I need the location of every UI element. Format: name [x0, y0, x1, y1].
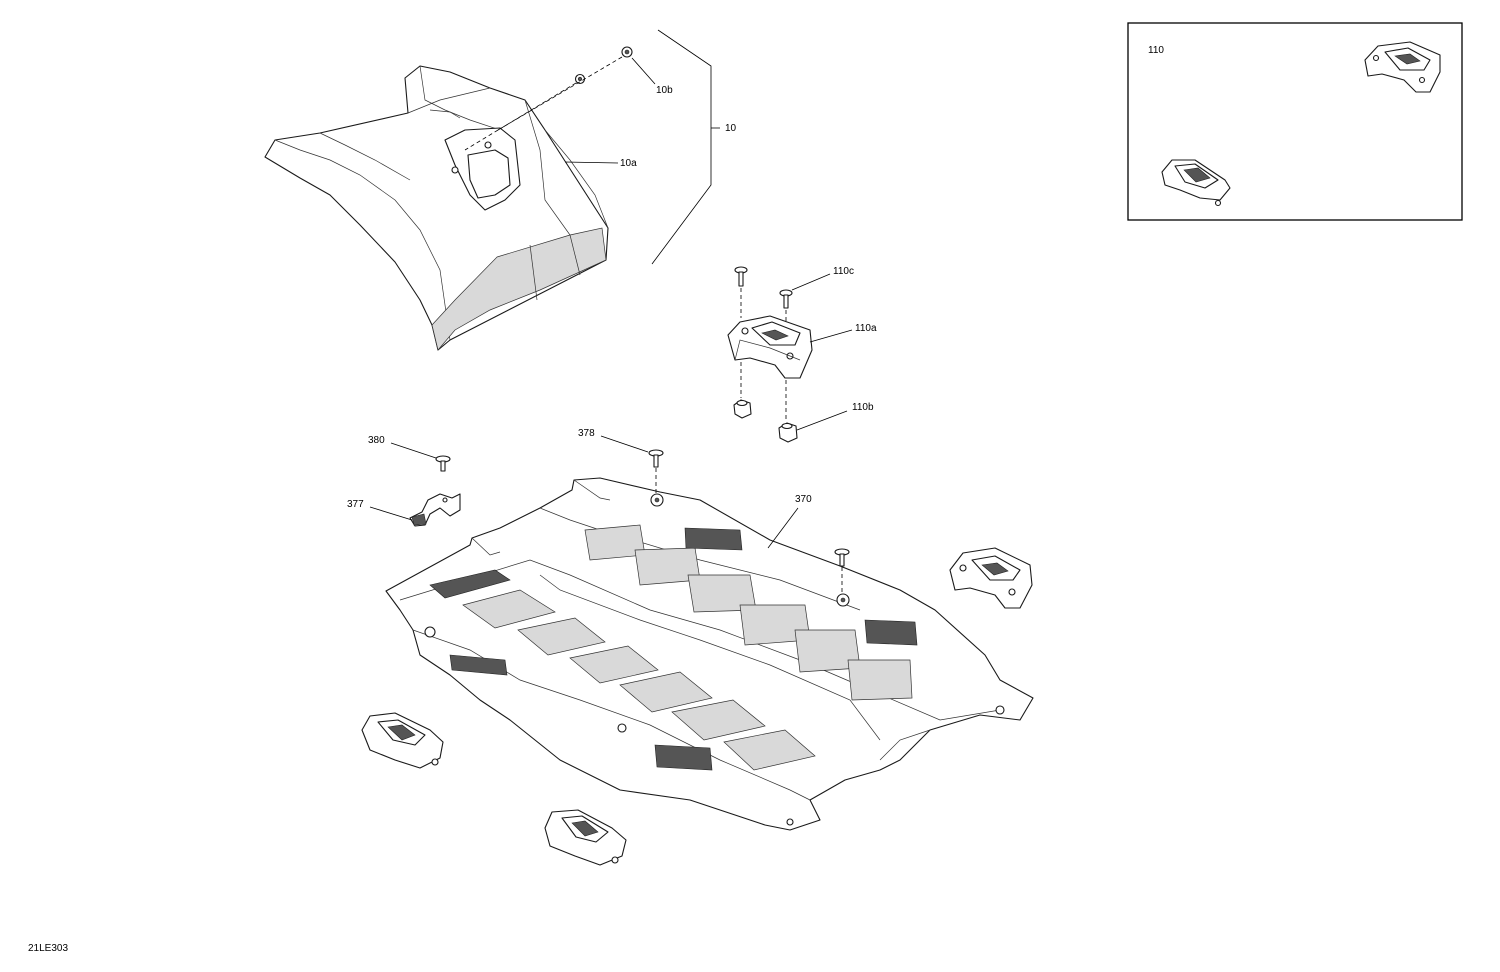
- inset-handle-upper: [1364, 41, 1441, 93]
- clamp-377: [409, 493, 461, 527]
- callout-10a: 10a: [620, 158, 637, 169]
- skid-plate-370: [385, 477, 1034, 831]
- callout-378: 378: [578, 428, 595, 439]
- callout-110a: 110a: [855, 323, 877, 334]
- skid-logo-vents: [429, 527, 918, 771]
- callout-10b: 10b: [656, 85, 673, 96]
- screw-110c-right: [779, 289, 793, 309]
- diagram-code: 21LE303: [28, 943, 68, 954]
- nut-110b-right: [778, 422, 798, 443]
- skid-pads-upper-row: [584, 524, 913, 701]
- skid-pads-lower-row: [462, 589, 816, 771]
- rear-cover-10a: [264, 65, 609, 351]
- handle-right: [949, 547, 1033, 609]
- screw-10b-upper: [621, 46, 633, 58]
- inset-handle-lower: [1161, 159, 1231, 207]
- handle-left: [361, 712, 444, 769]
- callout-10: 10: [725, 123, 737, 134]
- callout-110c: 110c: [833, 266, 854, 277]
- inset-label: 110: [1148, 45, 1164, 56]
- nut-110b-left: [733, 399, 752, 419]
- callout-377: 377: [347, 499, 364, 510]
- bolt-378-upper: [648, 449, 664, 468]
- bolt-380: [435, 455, 451, 472]
- screw-110c-left: [734, 266, 748, 287]
- handle-bottom: [544, 809, 627, 866]
- skid-mounting-holes: [424, 493, 1005, 826]
- handle-110a: [727, 315, 813, 379]
- inset-frame: [1127, 22, 1463, 221]
- callout-370: 370: [795, 494, 812, 505]
- callout-110b: 110b: [852, 402, 874, 413]
- callout-380: 380: [368, 435, 385, 446]
- screw-10b-lower: [574, 73, 586, 85]
- bolt-378-right: [834, 548, 850, 567]
